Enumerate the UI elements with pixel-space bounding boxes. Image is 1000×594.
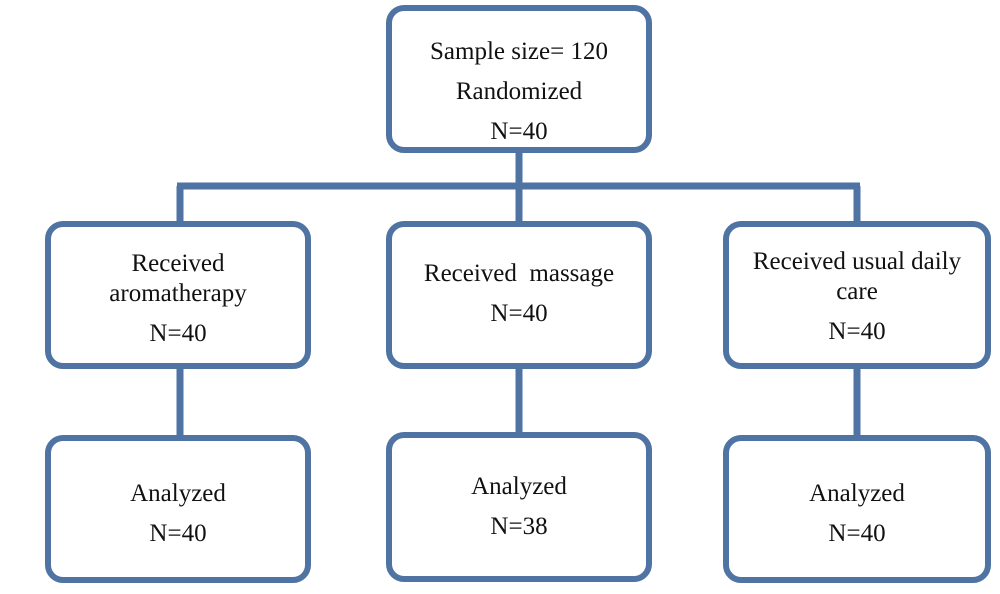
randomization-box: Sample size= 120 Randomized N=40 <box>386 5 652 153</box>
sample-size-text: Sample size= 120 <box>430 38 608 65</box>
massage-analyzed-box: Analyzed N=38 <box>386 432 652 582</box>
aromatherapy-analyzed-count: N=40 <box>149 520 207 547</box>
usual-care-analyzed-label: Analyzed <box>809 480 905 507</box>
usual-care-group-box: Received usual daily care N=40 <box>723 221 991 369</box>
usual-care-analyzed-box: Analyzed N=40 <box>723 435 991 583</box>
randomized-count: N=40 <box>490 118 548 145</box>
aromatherapy-analyzed-box: Analyzed N=40 <box>45 435 311 583</box>
massage-group-box: Received massage N=40 <box>386 221 652 369</box>
massage-analyzed-label: Analyzed <box>471 473 567 500</box>
usual-care-analyzed-count: N=40 <box>828 520 886 547</box>
aromatherapy-analyzed-label: Analyzed <box>130 480 226 507</box>
massage-label: Received massage <box>423 260 615 287</box>
aromatherapy-label-line2: aromatherapy <box>109 280 247 307</box>
massage-received-count: N=40 <box>490 300 548 327</box>
randomized-text: Randomized <box>455 78 583 105</box>
aromatherapy-group-box: Received aromatherapy N=40 <box>45 221 311 369</box>
usual-care-label-line2: care <box>836 278 878 305</box>
massage-analyzed-count: N=38 <box>490 513 548 540</box>
usual-care-received-count: N=40 <box>828 318 886 345</box>
aromatherapy-label-line1: Received <box>131 250 225 277</box>
usual-care-label-line1: Received usual daily <box>752 248 962 275</box>
aromatherapy-received-count: N=40 <box>149 320 207 347</box>
